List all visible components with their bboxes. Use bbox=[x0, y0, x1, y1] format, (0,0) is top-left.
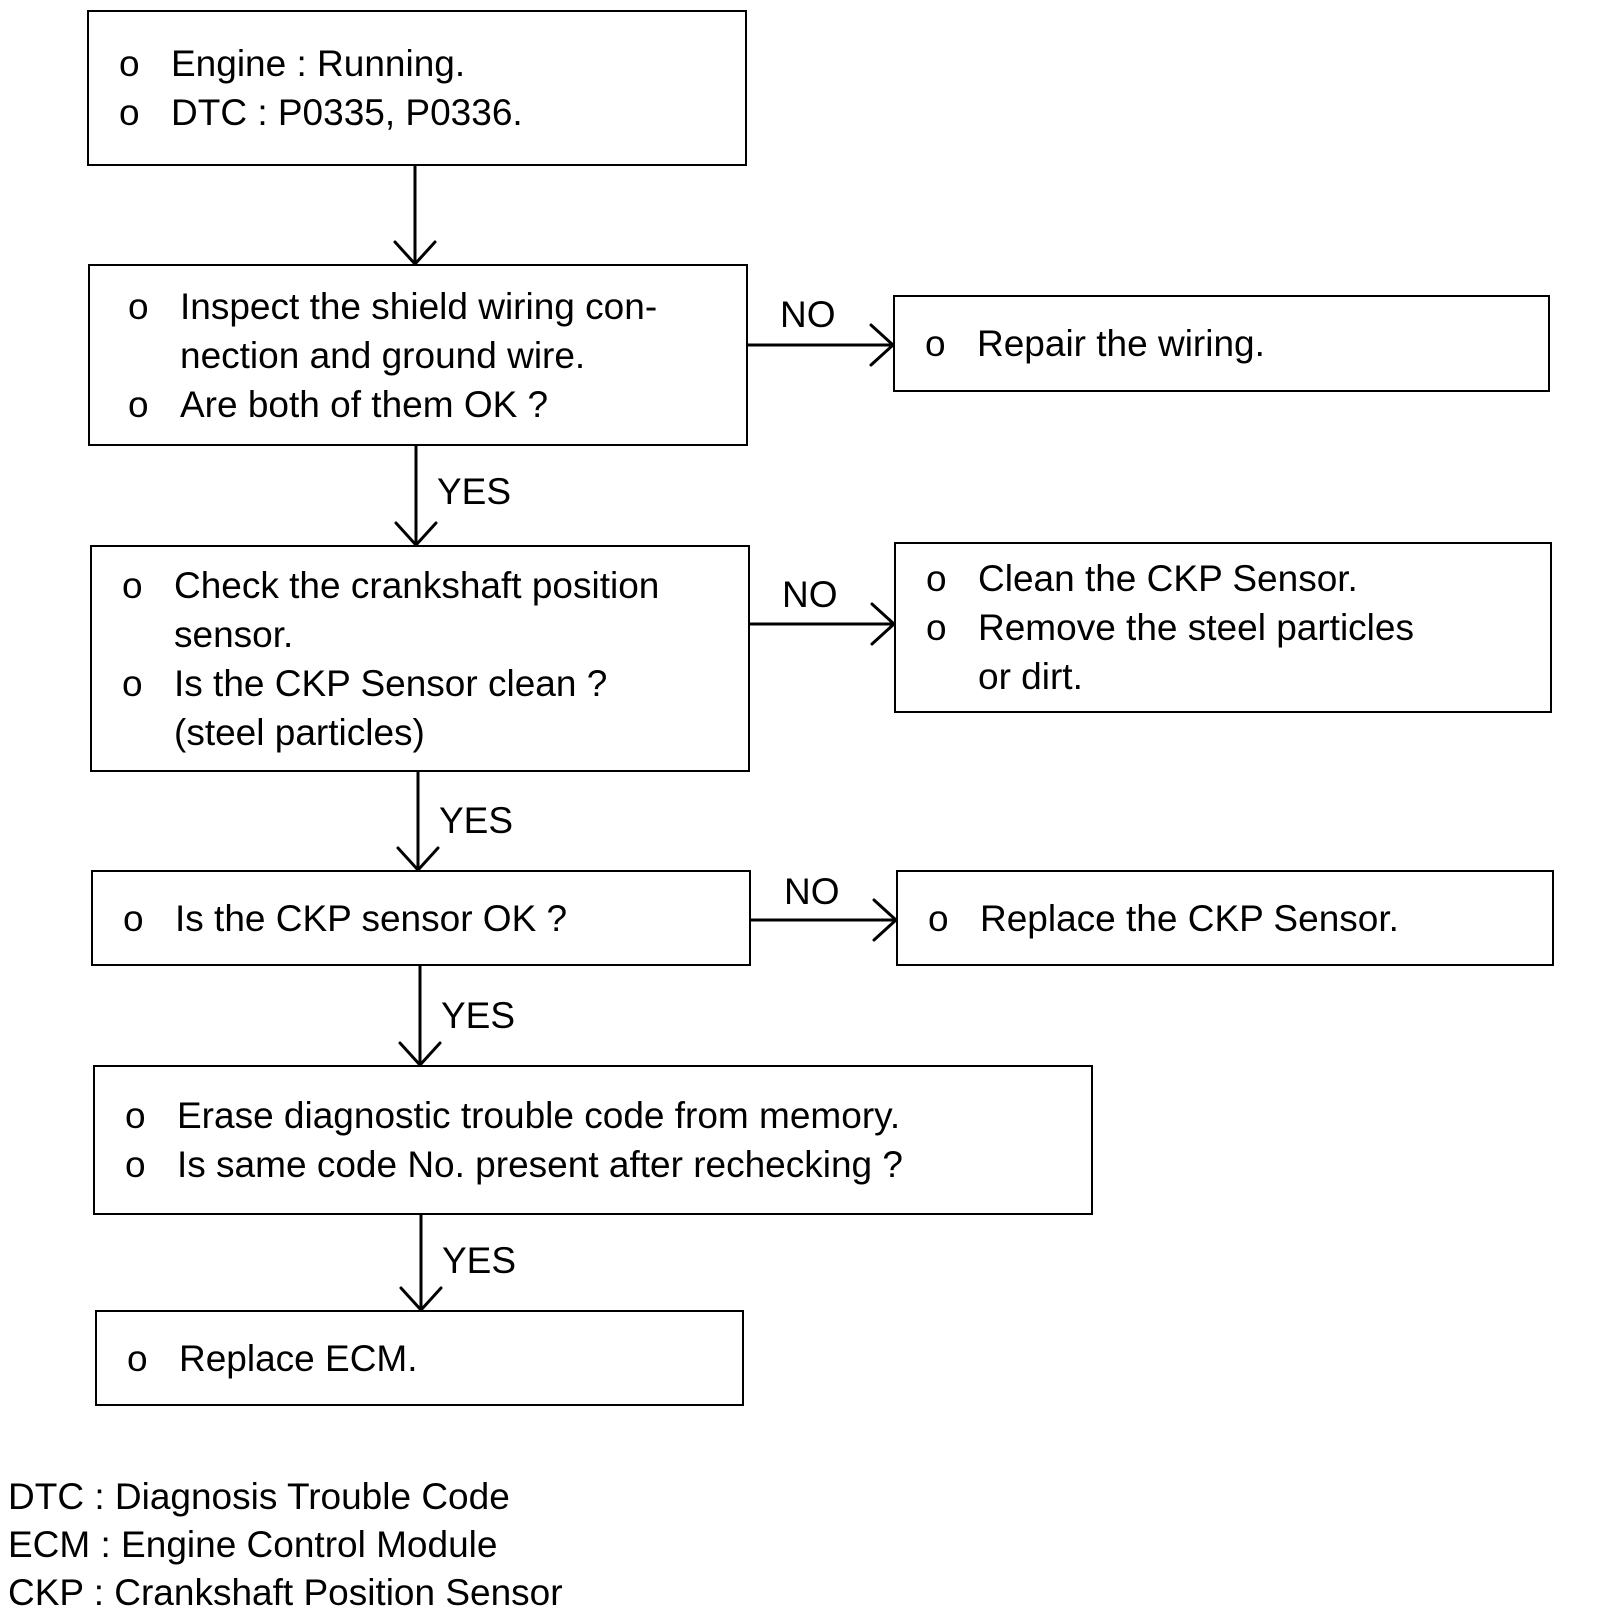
bullet-marker: o bbox=[926, 558, 947, 599]
item-text: Is the CKP sensor OK ? bbox=[175, 897, 568, 939]
item-text: Engine : Running. bbox=[171, 43, 466, 84]
bullet-marker: o bbox=[928, 897, 949, 939]
box-item: o Repair the wiring. bbox=[925, 319, 1528, 368]
erase-dtc-box: o Erase diagnostic trouble code from memo… bbox=[93, 1065, 1093, 1215]
bullet-marker: o bbox=[122, 662, 143, 704]
edge-label-yes: YES bbox=[441, 995, 516, 1036]
replace-ecm-box: o Replace ECM. bbox=[95, 1310, 744, 1406]
box-item: o Is same code No. present after rechecki… bbox=[125, 1140, 1071, 1189]
box-item: o Clean the CKP Sensor. bbox=[926, 554, 1530, 603]
box-item: o Replace the CKP Sensor. bbox=[928, 894, 1532, 943]
item-text: sensor. bbox=[174, 613, 294, 655]
item-text: (steel particles) bbox=[174, 711, 425, 753]
bullet-marker: o bbox=[127, 1337, 148, 1379]
bullet-marker: o bbox=[119, 43, 140, 84]
item-text: Inspect the shield wiring con- bbox=[180, 285, 658, 327]
item-text: Clean the CKP Sensor. bbox=[978, 558, 1358, 599]
bullet-marker: o bbox=[926, 607, 947, 648]
item-text: Erase diagnostic trouble code from memor… bbox=[177, 1095, 901, 1136]
bullet-marker: o bbox=[119, 92, 140, 133]
abbreviation-legend: DTC : Diagnosis Trouble Code ECM : Engin… bbox=[8, 1473, 563, 1617]
item-text: nection and ground wire. bbox=[180, 334, 586, 376]
replace-ckp-box: o Replace the CKP Sensor. bbox=[896, 870, 1554, 966]
edge-label-no: NO bbox=[782, 574, 838, 615]
legend-entry-ckp: CKP : Crankshaft Position Sensor bbox=[8, 1572, 563, 1613]
item-text: Are both of them OK ? bbox=[180, 383, 549, 425]
item-text: Repair the wiring. bbox=[977, 323, 1265, 364]
edge-label-yes: YES bbox=[442, 1240, 517, 1281]
box-item: o Is the CKP sensor OK ? bbox=[123, 894, 729, 943]
legend-entry-dtc: DTC : Diagnosis Trouble Code bbox=[8, 1476, 510, 1517]
edge-label-yes: YES bbox=[437, 471, 512, 512]
bullet-marker: o bbox=[125, 1144, 146, 1185]
bullet-marker: o bbox=[128, 383, 149, 425]
item-text: Remove the steel particles bbox=[978, 607, 1414, 648]
bullet-marker: o bbox=[122, 564, 143, 606]
legend-entry-ecm: ECM : Engine Control Module bbox=[8, 1524, 498, 1565]
box-item: o Is the CKP Sensor clean ? (steel particl… bbox=[122, 659, 728, 757]
item-text: Is the CKP Sensor clean ? bbox=[174, 662, 608, 704]
edge-label-no: NO bbox=[780, 294, 836, 335]
edge-label-no: NO bbox=[784, 871, 840, 912]
box-item: o Engine : Running. bbox=[119, 39, 725, 88]
item-text: or dirt. bbox=[978, 656, 1083, 697]
item-text: Is same code No. present after recheckin… bbox=[177, 1144, 903, 1185]
item-text: Replace ECM. bbox=[179, 1337, 418, 1379]
bullet-marker: o bbox=[123, 897, 144, 939]
box-item: o Inspect the shield wiring con-nection a… bbox=[128, 282, 726, 380]
edge-label-yes: YES bbox=[439, 800, 514, 841]
ckp-ok-box: o Is the CKP sensor OK ? bbox=[91, 870, 751, 966]
inspect-wiring-box: o Inspect the shield wiring con-nection a… bbox=[88, 264, 748, 446]
bullet-marker: o bbox=[128, 285, 149, 327]
box-item: o Remove the steel particles or dirt. bbox=[926, 603, 1530, 701]
bullet-marker: o bbox=[125, 1095, 146, 1136]
item-text: Check the crankshaft position bbox=[174, 564, 660, 606]
box-item: o Replace ECM. bbox=[127, 1334, 722, 1383]
item-text: Replace the CKP Sensor. bbox=[980, 897, 1399, 939]
repair-wiring-box: o Repair the wiring. bbox=[893, 295, 1550, 392]
bullet-marker: o bbox=[925, 323, 946, 364]
box-item: o Are both of them OK ? bbox=[128, 380, 726, 429]
item-text: DTC : P0335, P0336. bbox=[171, 92, 523, 133]
box-item: o Check the crankshaft position sensor. bbox=[122, 561, 728, 659]
box-item: o Erase diagnostic trouble code from memo… bbox=[125, 1091, 1071, 1140]
box-item: o DTC : P0335, P0336. bbox=[119, 88, 725, 137]
